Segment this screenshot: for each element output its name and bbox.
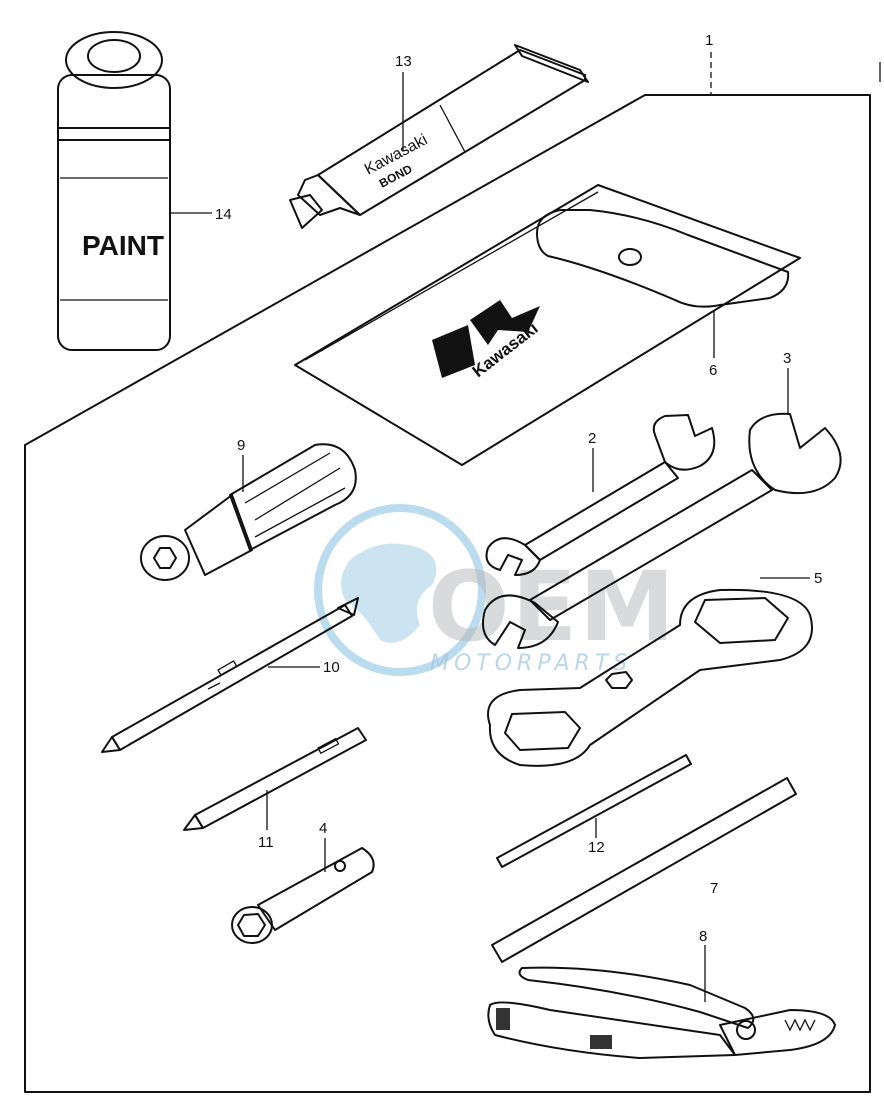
socket-tube: [257, 847, 375, 931]
paint-can-label: PAINT: [82, 230, 164, 261]
box-wrench-large-hex: [694, 597, 789, 644]
kit-frame: [24, 94, 871, 1093]
box-wrench-small-hex: [504, 711, 581, 751]
long-bit-mark: [207, 682, 221, 690]
bond-tube-label-edge: [439, 104, 466, 153]
part-8-pliers: [487, 966, 836, 1059]
pliers-grip-texture-2: [590, 1035, 612, 1049]
pliers-upper-handle: [518, 966, 755, 1029]
callout-8: 8: [699, 928, 707, 945]
part-9-screwdriver-handle: [140, 443, 357, 581]
callout-7: 7: [710, 880, 718, 897]
short-bit-phillips-tip: [183, 814, 204, 831]
handle-shank: [184, 494, 253, 576]
part-5-hex-box-wrench: [487, 588, 813, 767]
short-bit-shaft: [194, 727, 367, 829]
handle-rib-1: [244, 452, 331, 504]
pliers-lower-handle: [487, 1001, 736, 1059]
part-7-extension-bar: [491, 777, 797, 963]
small-wrench-head-large: [652, 414, 716, 471]
socket-hex-end: [231, 906, 273, 944]
large-wrench-shaft: [529, 469, 773, 621]
callout-3: 3: [783, 350, 791, 367]
pouch-body: [294, 184, 801, 466]
watermark-brand: OEM: [428, 551, 677, 663]
pouch-flap: [536, 209, 790, 308]
callout-9: 9: [237, 437, 245, 454]
watermark: OEM MOTORPARTS: [314, 504, 677, 676]
part-2-small-wrench: [485, 414, 716, 576]
callout-12: 12: [588, 839, 605, 856]
callout-4: 4: [319, 820, 327, 837]
callout-13: 13: [395, 53, 412, 70]
part-4-plug-socket: [231, 847, 375, 944]
pouch-logo-mark: [432, 325, 475, 378]
bond-tube-body: [317, 49, 586, 216]
part-14-paint-can: PAINT: [57, 31, 171, 351]
paint-can-cap: [65, 31, 163, 89]
part-6-tool-pouch: Kawasaki: [294, 184, 801, 466]
pliers-jaw-teeth: [784, 1018, 816, 1032]
handle-end-cap: [140, 535, 190, 581]
short-bit-flat: [317, 737, 340, 755]
callout-10: 10: [323, 659, 340, 676]
part-12-tommy-bar: [496, 754, 692, 868]
watermark-sub: MOTORPARTS: [430, 651, 632, 676]
handle-hex-socket: [153, 547, 177, 569]
bond-tube-neck: [297, 174, 361, 216]
part-13-bond-tube: Kawasaki BOND: [289, 44, 589, 229]
long-bit-shaft: [111, 604, 353, 751]
handle-grip: [229, 443, 357, 551]
box-wrench-body: [487, 588, 813, 767]
callout-2: 2: [588, 430, 596, 447]
small-wrench-shaft: [524, 461, 679, 561]
bond-tube-nozzle: [289, 194, 323, 229]
callout-1: 1: [705, 32, 713, 49]
callout-11: 11: [258, 834, 274, 851]
pliers-jaw: [719, 1009, 836, 1056]
box-wrench-center-hex: [605, 671, 633, 689]
handle-rib-2: [254, 467, 341, 521]
paint-can-body: [57, 74, 171, 351]
pouch-snap-button: [618, 248, 642, 266]
paint-can-nozzle: [87, 39, 141, 73]
watermark-globe-icon: [314, 504, 486, 676]
small-wrench-head-small: [485, 537, 541, 576]
pliers-pivot: [736, 1020, 756, 1040]
long-bit-flat-tip: [337, 597, 359, 616]
callout-14: 14: [215, 206, 232, 223]
part-11-screwdriver-bit-short: [183, 727, 367, 831]
large-wrench-head-small: [482, 594, 559, 649]
handle-rib-3: [254, 487, 346, 538]
pouch-inner-edge: [304, 191, 599, 361]
large-wrench-head-large: [748, 412, 842, 495]
callout-5: 5: [814, 570, 822, 587]
bond-tube-crimp: [514, 44, 589, 83]
part-10-screwdriver-bit-long: [101, 597, 359, 753]
callout-6: 6: [709, 362, 717, 379]
long-bit-phillips-tip: [101, 736, 121, 753]
pouch-logo-wing: [470, 300, 540, 345]
socket-hex-inner: [237, 913, 266, 937]
part-3-large-wrench: [482, 412, 842, 649]
socket-tommy-hole: [334, 860, 346, 872]
watermark-continents: [341, 543, 437, 643]
long-bit-flat-1: [217, 660, 238, 677]
pliers-grip-texture-1: [496, 1008, 510, 1030]
